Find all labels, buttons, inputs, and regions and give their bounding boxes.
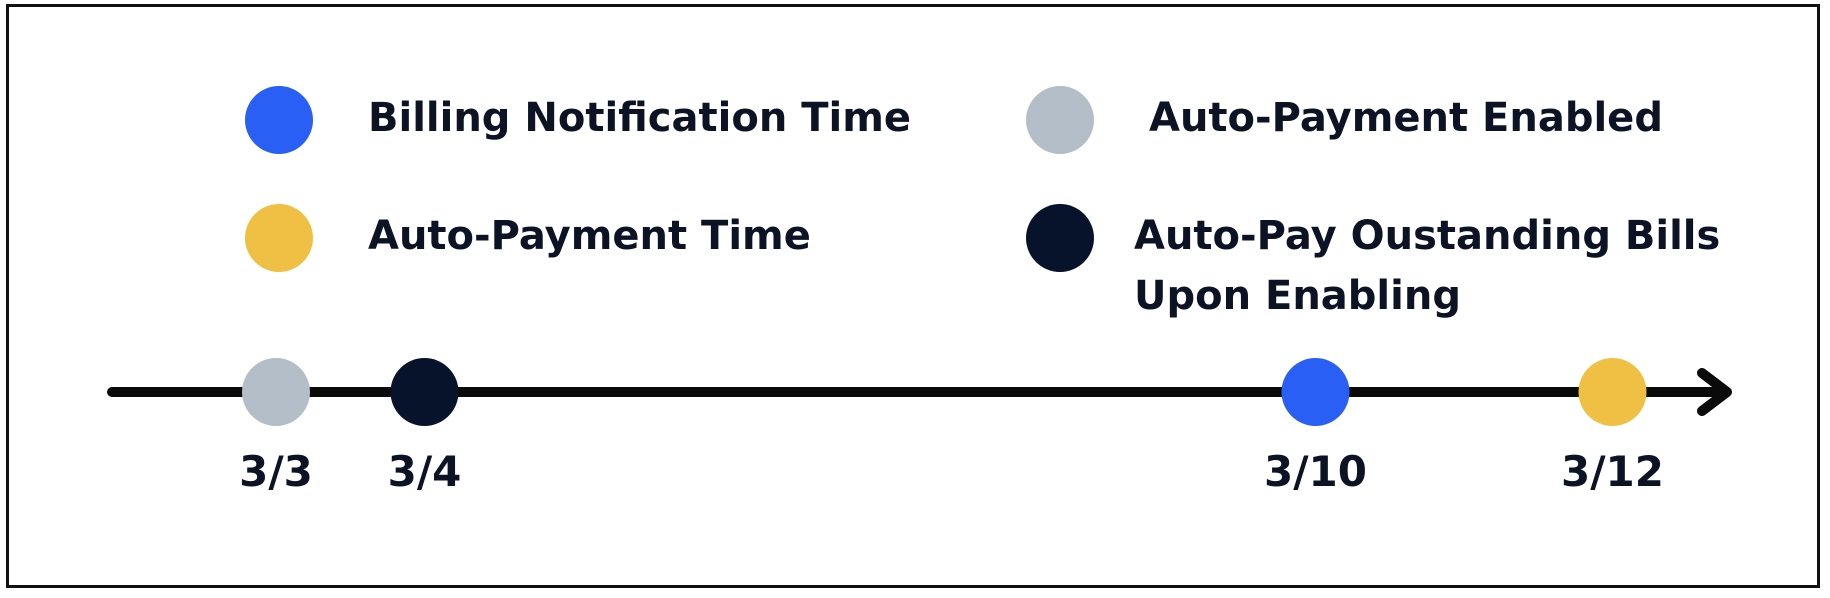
legend-dot-auto-payment-time — [245, 204, 313, 272]
legend-dot-auto-payment-enabled — [1026, 86, 1094, 154]
legend-dot-auto-pay-outstanding — [1026, 204, 1094, 272]
timeline-event-date-label: 3/3 — [239, 447, 313, 496]
diagram-frame — [6, 4, 1820, 588]
legend-label-auto-pay-outstanding: Auto-Pay Oustanding Bills Upon Enabling — [1134, 213, 1721, 319]
legend-label-billing-notification: Billing Notification Time — [368, 95, 912, 141]
legend-label-auto-payment-time: Auto-Payment Time — [368, 213, 811, 259]
timeline-arrowhead-icon — [1697, 368, 1732, 416]
timeline-event-dot-2 — [1281, 358, 1350, 426]
timeline-event-date-label: 3/12 — [1561, 447, 1664, 496]
legend-item-billing-notification: Billing Notification Time — [245, 86, 912, 154]
timeline-event-date-label: 3/4 — [388, 447, 462, 496]
timeline-event-date-label: 3/10 — [1264, 447, 1367, 496]
timeline-event-dot-0 — [242, 358, 310, 426]
legend-item-auto-payment-time: Auto-Payment Time — [245, 204, 811, 272]
legend-item-auto-payment-enabled: Auto-Payment Enabled — [1026, 86, 1663, 154]
legend-dot-billing-notification — [245, 86, 313, 154]
timeline-event-dot-3 — [1578, 358, 1647, 426]
timeline-event-dot-1 — [390, 358, 459, 426]
timeline-events: 3/33/43/103/123/173/19 — [239, 358, 1664, 496]
legend-item-auto-pay-outstanding: Auto-Pay Oustanding Bills Upon Enabling — [1026, 204, 1774, 326]
legend-label-auto-payment-enabled: Auto-Payment Enabled — [1149, 95, 1663, 141]
